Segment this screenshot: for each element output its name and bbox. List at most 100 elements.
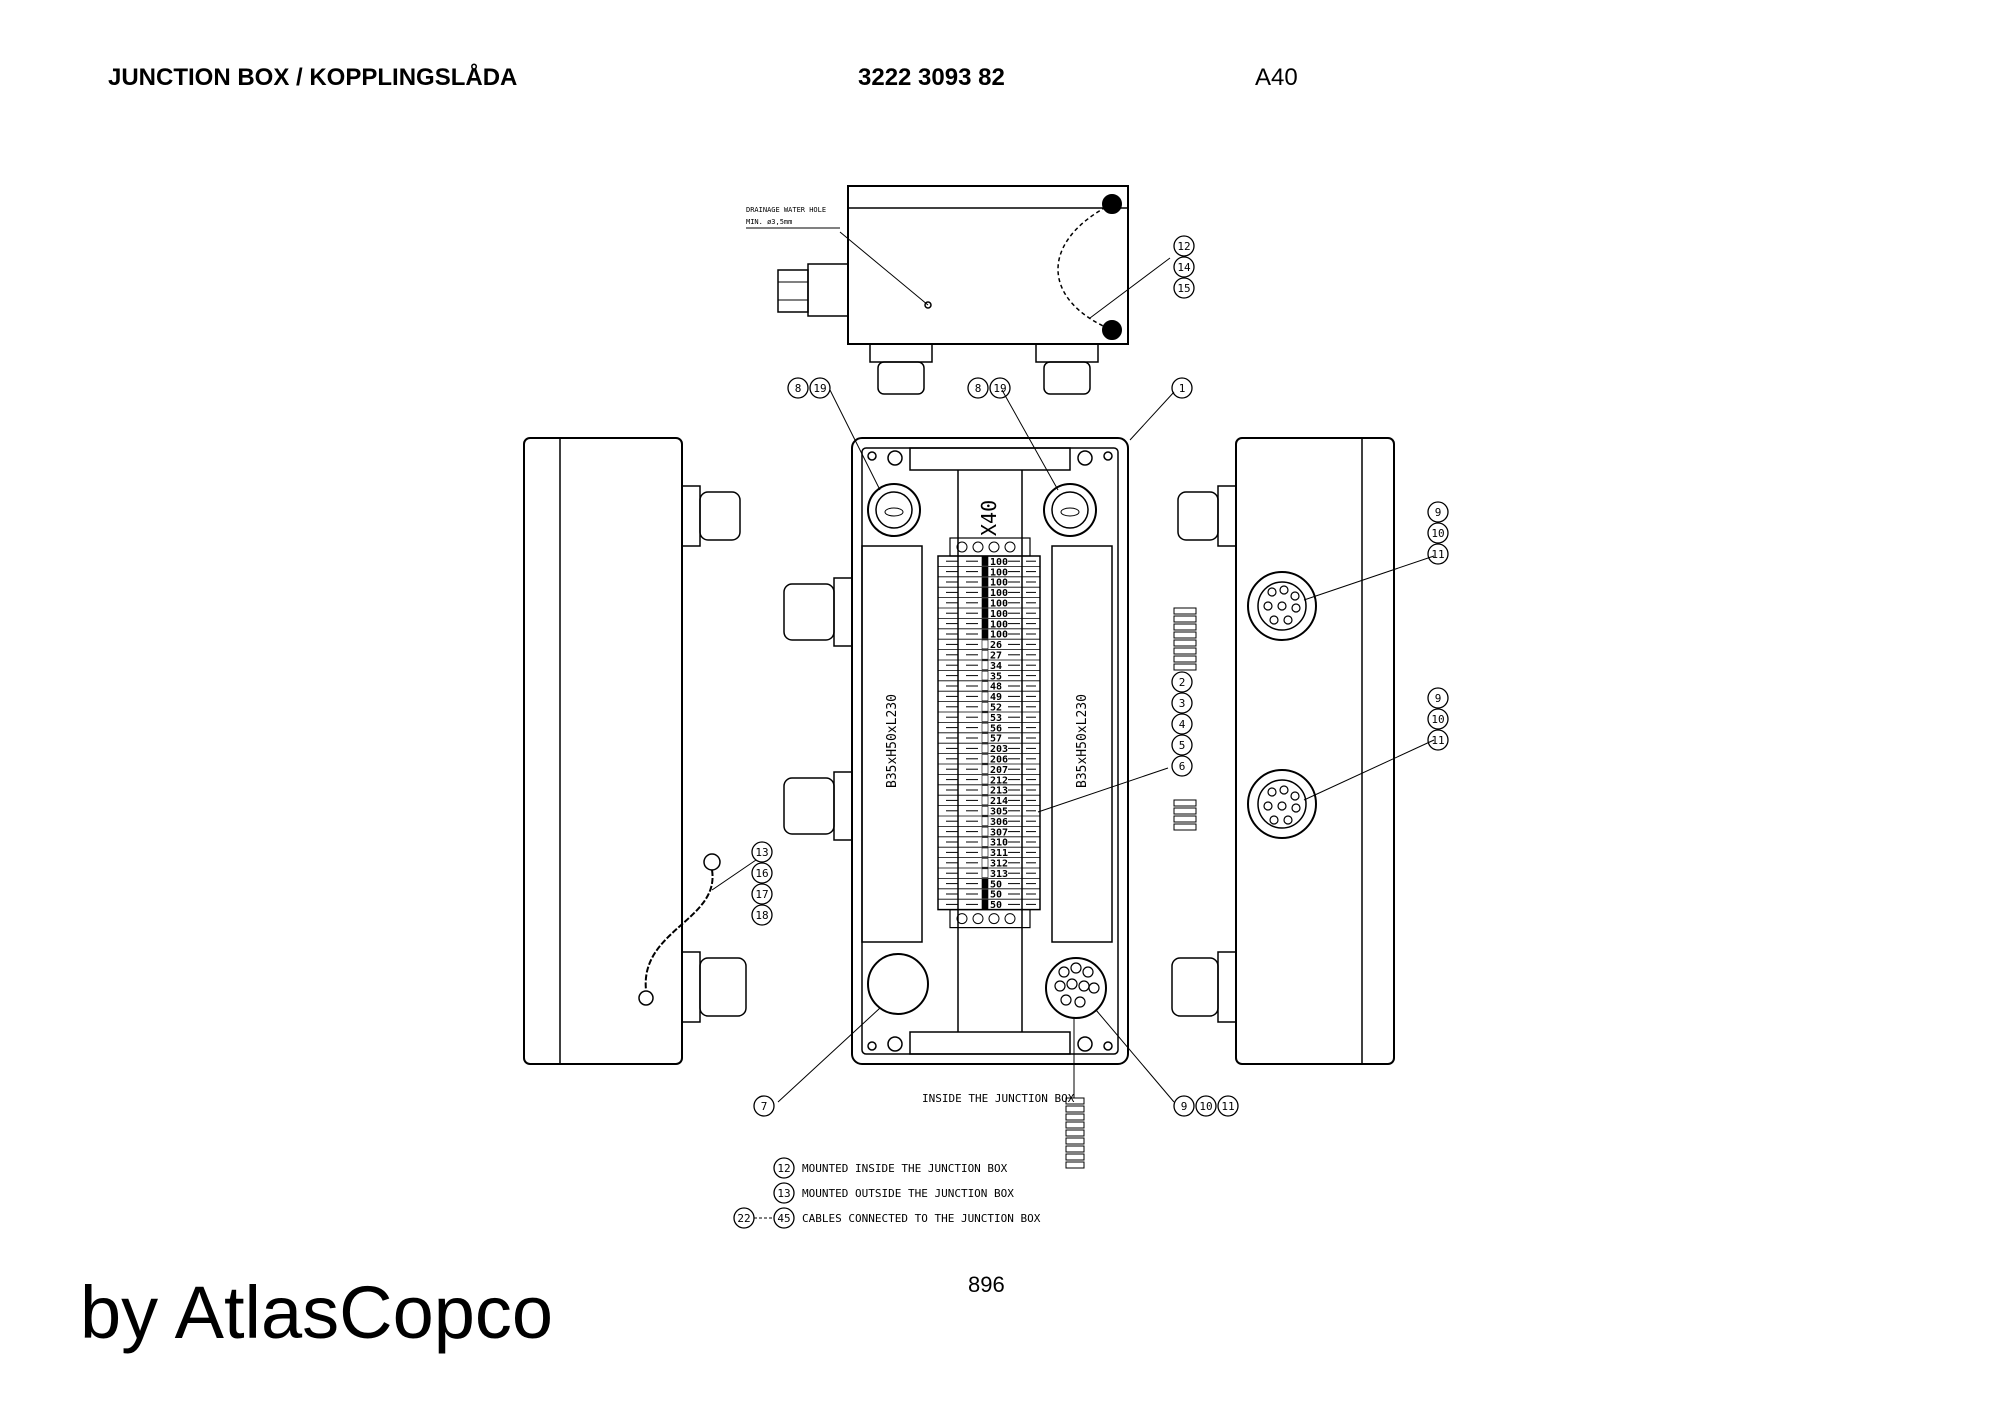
clamp-screw: [956, 541, 968, 553]
callout-2: 2: [1179, 676, 1186, 689]
cable-tag-stack: [1065, 1018, 1085, 1169]
callout-6: 6: [1179, 760, 1186, 773]
terminal-number: 100: [990, 599, 1008, 610]
terminal-number: 212: [990, 775, 1008, 786]
main-box-inside-view: B35xH50xL230 B35xH50xL230 X40 1001001001…: [851, 437, 1129, 1065]
terminal-bridge: [981, 577, 989, 587]
left-side-view: [523, 437, 747, 1065]
terminal-number: 206: [990, 755, 1008, 766]
terminal-number: 214: [990, 796, 1008, 807]
terminal-number: 26: [990, 640, 1002, 651]
legend-text-2: MOUNTED OUTSIDE THE JUNCTION BOX: [802, 1187, 1014, 1200]
callout-10c: 10: [1199, 1100, 1212, 1113]
terminal-number: 35: [990, 671, 1002, 682]
terminal-bridge: [981, 878, 989, 889]
terminal-number: 53: [990, 713, 1002, 724]
terminal-number: 100: [990, 557, 1008, 568]
bottom-right-grommet-holes: [1054, 962, 1100, 1008]
terminal-bridge: [981, 795, 989, 806]
callout-14: 14: [1177, 261, 1191, 274]
terminal-number: 50: [990, 890, 1002, 901]
callout-19b: 19: [993, 382, 1006, 395]
terminal-bridge: [981, 826, 989, 837]
terminal-bridge: [981, 858, 989, 868]
terminal-bridge: [981, 670, 989, 681]
inside-caption: INSIDE THE JUNCTION BOX: [922, 1092, 1075, 1105]
callout-11c: 11: [1221, 1100, 1234, 1113]
terminal-number: 203: [990, 744, 1008, 755]
clamp-screw: [988, 541, 1000, 553]
terminal-number: 34: [990, 661, 1002, 672]
callout-11a: 11: [1431, 548, 1444, 561]
terminal-bridge: [981, 650, 989, 660]
terminal-bridge: [981, 587, 989, 598]
terminal-bridge: [981, 566, 989, 577]
terminal-number: 207: [990, 765, 1008, 776]
callout-18: 18: [755, 909, 768, 922]
terminal-bridge: [981, 743, 989, 754]
terminal-number: 100: [990, 609, 1008, 620]
callout-8a: 8: [795, 382, 802, 395]
end-clamp-top: [949, 537, 1031, 557]
clamp-screw: [972, 541, 984, 553]
callout-19a: 19: [813, 382, 826, 395]
callouts: 12 14 15 8 19 8 19 1 9 10 11 2 3 4 5 6 9…: [751, 235, 1449, 1117]
terminal-number: 305: [990, 807, 1008, 818]
legend-num-3: 45: [777, 1212, 790, 1225]
clamp-screw: [1004, 913, 1016, 925]
callout-5: 5: [1179, 739, 1186, 752]
callout-7: 7: [761, 1100, 768, 1113]
terminal-bridge: [981, 816, 989, 826]
terminal-bridge: [981, 785, 989, 795]
terminal-bridge: [981, 868, 989, 878]
terminal-bridge: [981, 837, 989, 847]
terminal-number: 306: [990, 817, 1008, 828]
terminal-number: 310: [990, 838, 1008, 849]
right-side-view: [1171, 437, 1395, 1065]
terminal-number: 311: [990, 848, 1008, 859]
callout-16: 16: [755, 867, 768, 880]
legend-text-1: MOUNTED INSIDE THE JUNCTION BOX: [802, 1162, 1008, 1175]
callout-9b: 9: [1435, 692, 1442, 705]
terminal-number: 48: [990, 682, 1002, 693]
page-number: 896: [968, 1272, 1005, 1297]
top-view: DRAINAGE WATER HOLE MIN. ø3,5mm: [746, 185, 1129, 395]
terminal-number: 100: [990, 619, 1008, 630]
terminal-number: 100: [990, 578, 1008, 589]
terminal-number: 56: [990, 723, 1002, 734]
terminal-bridge: [981, 702, 989, 712]
legend-text-3: CABLES CONNECTED TO THE JUNCTION BOX: [802, 1212, 1041, 1225]
legend-num-1: 12: [777, 1162, 790, 1175]
terminal-bridge: [981, 847, 989, 858]
drainage-note-line2: MIN. ø3,5mm: [746, 218, 792, 226]
terminal-number: 100: [990, 588, 1008, 599]
terminal-bridge: [981, 660, 989, 670]
rail-label-right: B35xH50xL230: [1075, 694, 1090, 788]
page-code: A40: [1255, 64, 1298, 91]
terminal-bridge: [981, 598, 989, 608]
terminal-bridge: [981, 733, 989, 743]
terminal-block: 1001001001001001001001002627343548495253…: [937, 537, 1041, 929]
callout-4: 4: [1179, 718, 1186, 731]
clamp-screw: [956, 913, 968, 925]
terminal-bridge: [981, 764, 989, 774]
callout-10a: 10: [1431, 527, 1444, 540]
main-box-left-glands: [783, 577, 853, 841]
terminal-bridge: [981, 774, 989, 785]
terminal-bridge: [981, 629, 989, 639]
terminal-bridge: [981, 712, 989, 722]
callout-3: 3: [1179, 697, 1186, 710]
terminal-number: 49: [990, 692, 1002, 703]
callout-1: 1: [1179, 382, 1186, 395]
leader-lines: [711, 257, 1435, 1103]
terminal-number: 312: [990, 859, 1008, 870]
callout-11b: 11: [1431, 734, 1444, 747]
end-clamp-bottom: [949, 908, 1031, 929]
terminal-number: 313: [990, 869, 1008, 880]
legend-num-2: 13: [777, 1187, 790, 1200]
terminal-number: 213: [990, 786, 1008, 797]
terminal-number: 307: [990, 827, 1008, 838]
terminal-bridge: [981, 639, 989, 650]
document-title: JUNCTION BOX / KOPPLINGSLÅDA: [108, 64, 518, 91]
